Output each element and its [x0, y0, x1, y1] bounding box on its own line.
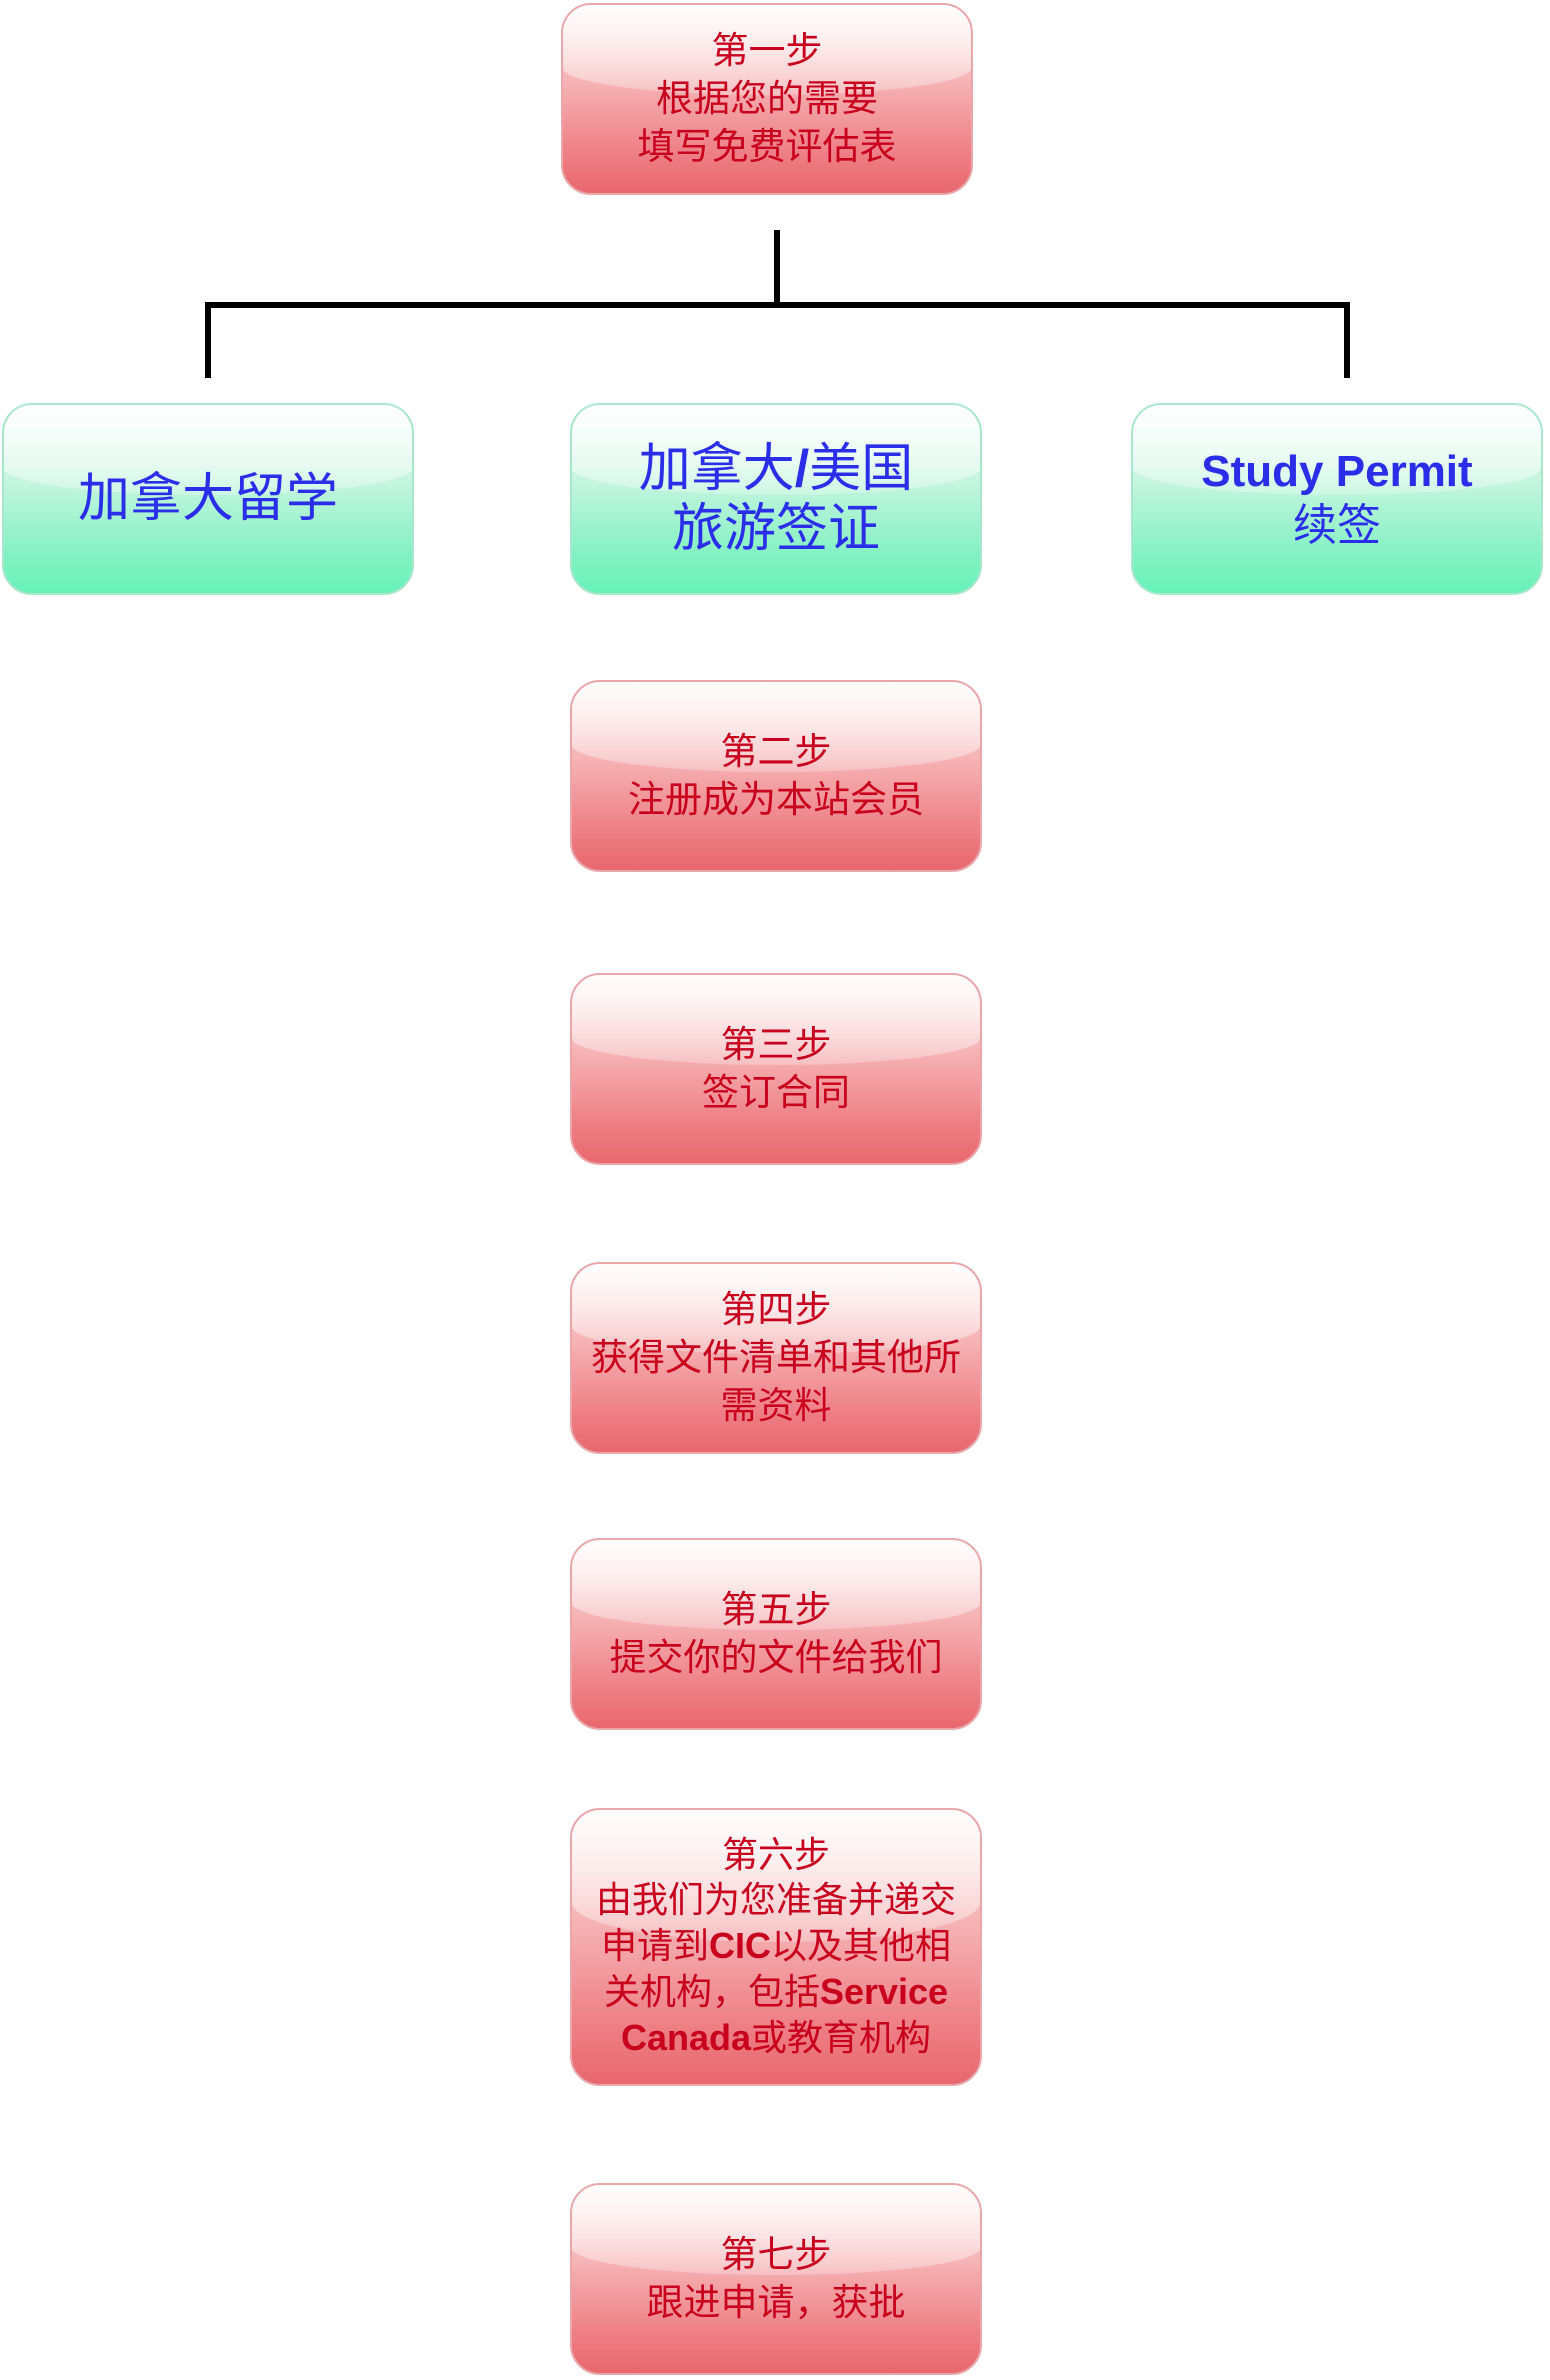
option-visa-line-2: 旅游签证	[671, 499, 880, 559]
step-5-title: 第五步	[720, 1588, 832, 1631]
step-2-title: 第二步	[720, 730, 832, 773]
step-2-line-2: 注册成为本站会员	[628, 778, 924, 821]
step-5-line-2: 提交你的文件给我们	[609, 1636, 943, 1679]
step-7-box: 第七步 跟进申请，获批	[570, 2183, 982, 2375]
step-5-box: 第五步 提交你的文件给我们	[570, 1538, 982, 1730]
step-6-line-5: Canada或教育机构	[620, 2017, 932, 2059]
option-study-label: 加拿大留学	[77, 469, 338, 529]
step-1-box: 第一步 根据您的需要 填写免费评估表	[561, 3, 973, 195]
step-7-line-2: 跟进申请，获批	[646, 2281, 906, 2324]
step-1-line-2: 根据您的需要	[656, 77, 878, 120]
step-3-box: 第三步 签订合同	[570, 973, 982, 1165]
option-study-box: 加拿大留学	[2, 403, 414, 595]
step-4-line-2: 获得文件清单和其他所	[591, 1336, 961, 1379]
step-6-line-3: 申请到CIC以及其他相	[600, 1925, 952, 1967]
step-3-line-2: 签订合同	[702, 1071, 850, 1114]
step-6-title: 第六步	[721, 1835, 830, 1876]
step-6-box: 第六步 由我们为您准备并递交 申请到CIC以及其他相 关机构，包括Service…	[570, 1808, 982, 2086]
option-permit-line-1: Study Permit	[1201, 447, 1473, 496]
step-3-title: 第三步	[720, 1023, 832, 1066]
option-permit-line-2: 续签	[1293, 500, 1381, 551]
step-7-title: 第七步	[720, 2233, 832, 2276]
step-4-line-3: 需资料	[720, 1384, 832, 1427]
step-1-line-3: 填写免费评估表	[637, 125, 897, 168]
step-2-box: 第二步 注册成为本站会员	[570, 680, 982, 872]
step-6-line-4: 关机构，包括Service	[603, 1971, 949, 2013]
step-6-line-2: 由我们为您准备并递交	[595, 1880, 956, 1921]
step-4-title: 第四步	[720, 1288, 832, 1331]
option-visa-line-1: 加拿大/美国	[638, 439, 914, 499]
option-visa-box: 加拿大/美国 旅游签证	[570, 403, 982, 595]
step-4-box: 第四步 获得文件清单和其他所 需资料	[570, 1262, 982, 1454]
option-permit-box: Study Permit 续签	[1131, 403, 1543, 595]
step-1-title: 第一步	[711, 29, 823, 72]
